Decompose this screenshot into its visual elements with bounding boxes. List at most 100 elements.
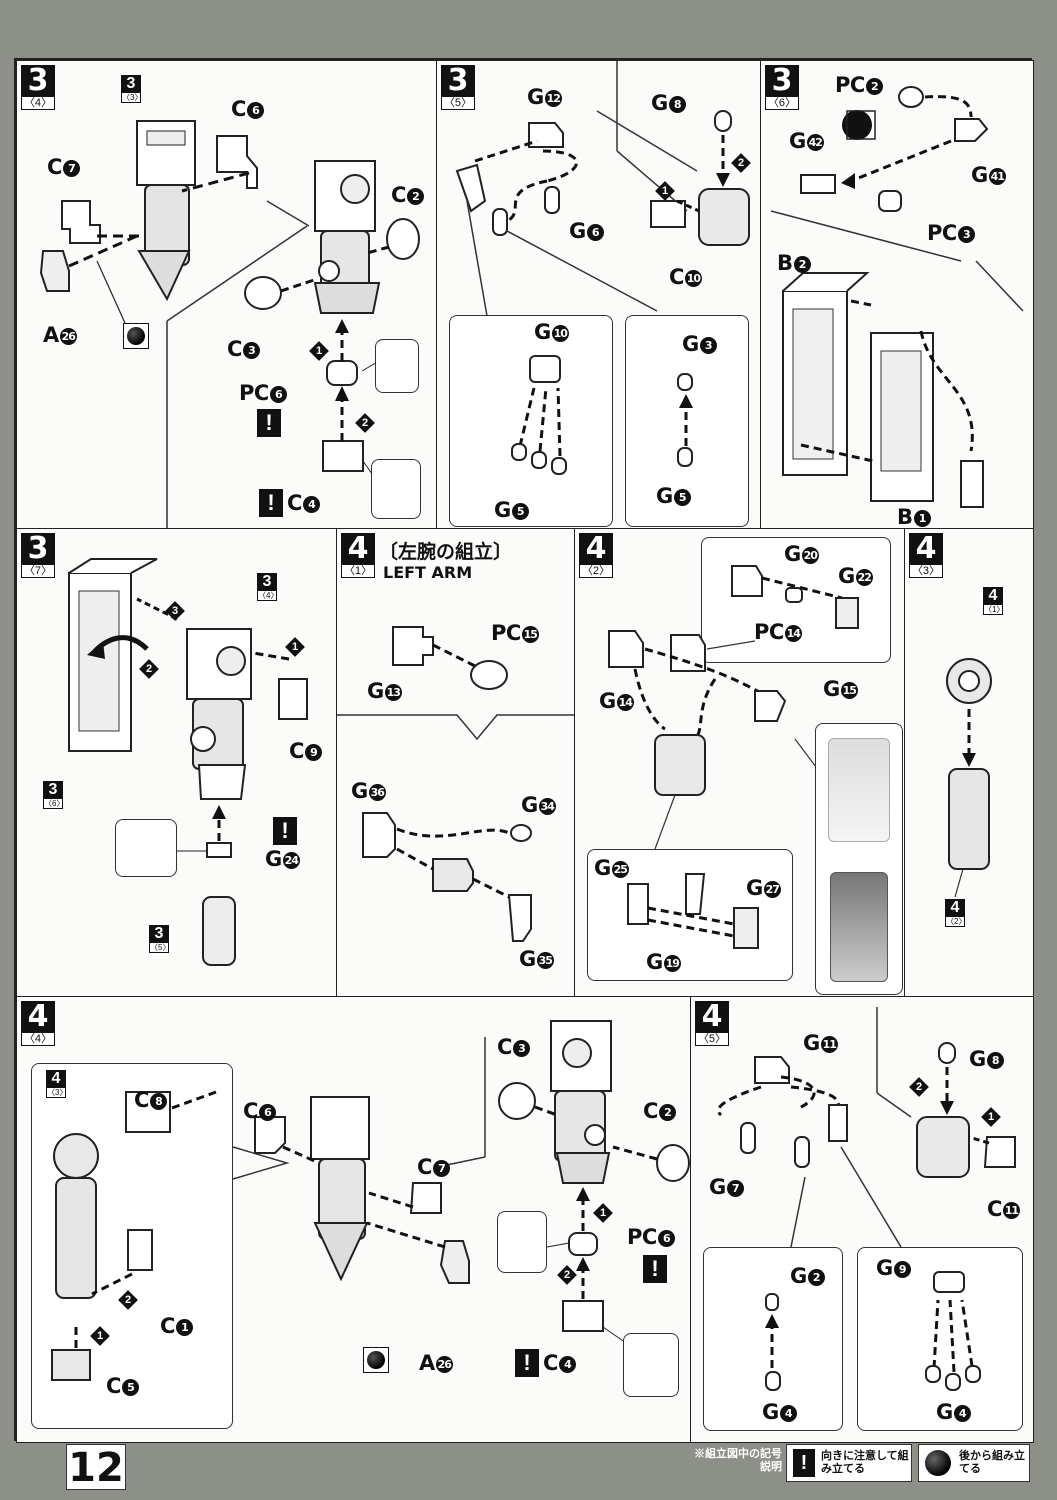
step-badge: 4〈5〉: [695, 1001, 729, 1046]
part-illustrations: [608, 630, 826, 850]
part-illustrations: [68, 558, 308, 966]
step-marker-2: 2: [909, 1077, 929, 1097]
ref-step-4-3: 4〈3〉: [46, 1070, 68, 1098]
ref-step-4-1: 4〈1〉: [983, 587, 1005, 615]
step-badge: 3〈6〉: [765, 65, 799, 110]
detail-box: [497, 1211, 547, 1273]
step-marker-1: 1: [309, 341, 329, 361]
step-marker-2: 2: [731, 153, 751, 173]
ref-step-3-5: 3〈5〉: [149, 925, 171, 953]
panel-step-4-3: 4〈3〉 4〈1〉 4〈2〉: [904, 528, 1034, 998]
section-title-jp: 〔左腕の組立〕: [379, 542, 513, 563]
step-badge: 4〈3〉: [909, 533, 943, 578]
detail-box: [375, 339, 419, 393]
step-badge: 3〈4〉: [21, 65, 55, 110]
ref-step-3-3: 3〈3〉: [121, 75, 143, 103]
step-badge: 4〈4〉: [21, 1001, 55, 1046]
panel-step-3-4: 3〈4〉: [16, 60, 438, 530]
step-marker-1: 1: [655, 181, 675, 201]
step-badge: 4〈2〉: [579, 533, 613, 578]
step-badge: 3〈5〉: [441, 65, 475, 110]
step-marker-1: 1: [593, 1203, 613, 1223]
photo-bottom: [830, 872, 888, 982]
step-marker-2: 2: [118, 1290, 138, 1310]
caution-icon: !: [273, 817, 297, 845]
part-illustrations: [770, 86, 1024, 508]
ref-step-4-2: 4〈2〉: [945, 899, 967, 927]
step-marker-2: 2: [355, 413, 375, 433]
step-badge: 3〈7〉: [21, 533, 55, 578]
assemble-later-icon: [123, 323, 149, 349]
legend-title: ※組立図中の記号説明: [694, 1448, 782, 1473]
photo-reference: [815, 723, 903, 995]
assemble-later-icon: [363, 1347, 389, 1373]
page-number: 12: [66, 1444, 126, 1491]
detail-box: [115, 819, 177, 877]
part-illustrations: [232, 1020, 690, 1346]
part-illustrations: [455, 61, 750, 317]
step-badge: 4〈1〉: [341, 533, 375, 578]
step-marker-3: 3: [165, 601, 185, 621]
step-marker-2: 2: [557, 1265, 577, 1285]
assemble-later-icon: [925, 1450, 951, 1476]
detail-box: [371, 459, 421, 519]
step-marker-1: 1: [90, 1326, 110, 1346]
section-title-en: LEFT ARM: [383, 563, 473, 582]
step-marker-1: 1: [285, 637, 305, 657]
legend-later-text: 後から組み立てる: [959, 1450, 1025, 1475]
caution-icon: !: [793, 1449, 815, 1477]
instruction-sheet: 3〈4〉: [14, 58, 1034, 1443]
part-illustrations: [717, 1007, 1016, 1248]
